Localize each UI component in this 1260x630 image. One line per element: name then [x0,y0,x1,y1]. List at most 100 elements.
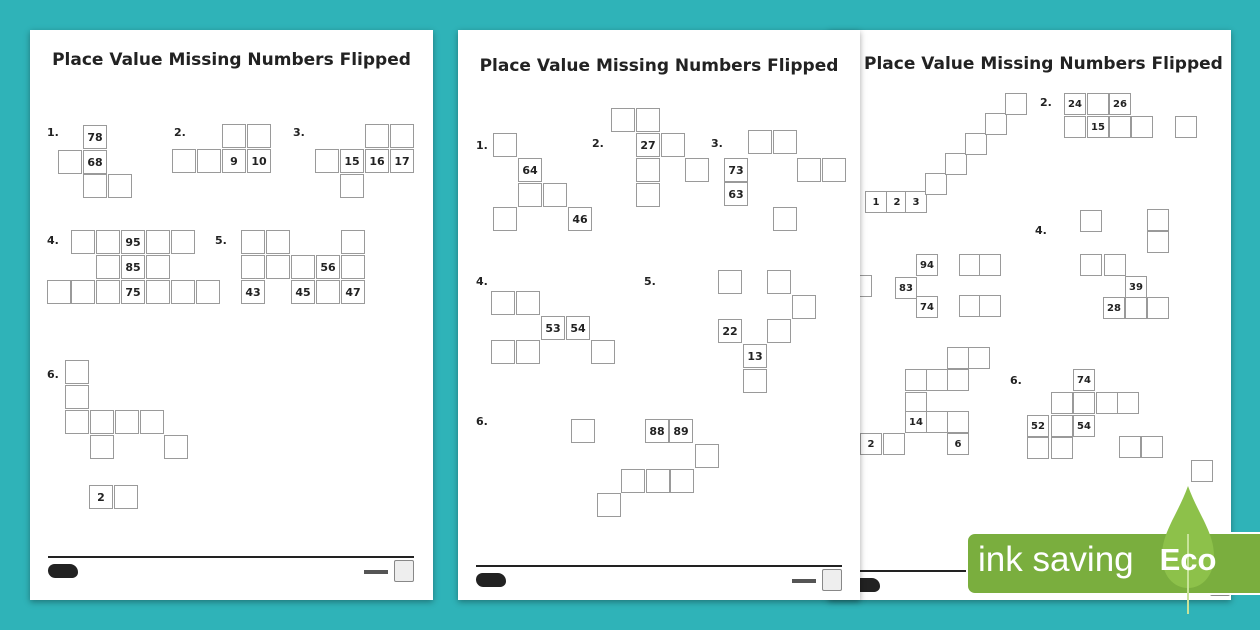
answer-cell [947,411,969,433]
answer-cell [196,280,220,304]
question-number: 6. [476,415,488,428]
question-number: 2. [1040,96,1052,109]
given-number-cell: 73 [724,158,748,182]
answer-cell [341,230,365,254]
given-number-cell: 54 [1073,415,1095,437]
answer-cell [1147,209,1169,231]
answer-cell [1073,392,1095,414]
answer-cell [1119,436,1141,458]
answer-cell [146,255,170,279]
answer-cell [1104,254,1126,276]
answer-cell [1131,116,1153,138]
worksheet-page-3: Place Value Missing Numbers Flipped 2.4.… [828,30,1231,600]
answer-cell [1147,297,1169,319]
answer-cell [985,113,1007,135]
given-number-cell: 78 [83,125,107,149]
ink-saving-text: ink saving [978,540,1134,579]
answer-cell [47,280,71,304]
answer-cell [636,183,660,207]
footer-badge-icon [394,560,414,582]
answer-cell [883,433,905,455]
question-number: 4. [476,275,488,288]
answer-cell [621,469,645,493]
publisher-logo [48,564,78,578]
answer-cell [340,174,364,198]
answer-cell [959,295,981,317]
question-number: 2. [592,137,604,150]
answer-cell [90,410,114,434]
worksheet-page-1: Place Value Missing Numbers Flipped 1.2.… [30,30,433,600]
given-number-cell: 3 [905,191,927,213]
question-number: 3. [711,137,723,150]
answer-cell [695,444,719,468]
answer-cell [571,419,595,443]
answer-cell [115,410,139,434]
given-number-cell: 63 [724,182,748,206]
given-number-cell: 10 [247,149,271,173]
answer-cell [945,153,967,175]
given-number-cell: 89 [669,419,693,443]
answer-cell [773,130,797,154]
given-number-cell: 39 [1125,276,1147,298]
answer-cell [491,291,515,315]
given-number-cell: 6 [947,433,969,455]
answer-cell [114,485,138,509]
answer-cell [947,347,969,369]
answer-cell [146,280,170,304]
answer-cell [792,295,816,319]
given-number-cell: 46 [568,207,592,231]
answer-cell [543,183,567,207]
question-number: 2. [174,126,186,139]
answer-cell [636,158,660,182]
answer-cell [197,149,221,173]
answer-cell [979,295,1001,317]
question-number: 5. [644,275,656,288]
publisher-logo [476,573,506,587]
answer-cell [247,124,271,148]
answer-cell [773,207,797,231]
question-number: 1. [47,126,59,139]
answer-cell [1087,93,1109,115]
answer-cell [670,469,694,493]
answer-cell [491,340,515,364]
answer-cell [316,280,340,304]
given-number-cell: 16 [365,149,389,173]
answer-cell [516,291,540,315]
footer-badge-icon [822,569,842,591]
answer-cell [743,369,767,393]
answer-cell [266,255,290,279]
answer-cell [493,133,517,157]
answer-cell [1051,415,1073,437]
given-number-cell: 45 [291,280,315,304]
answer-cell [241,255,265,279]
given-number-cell: 74 [1073,369,1095,391]
answer-cell [71,280,95,304]
worksheet-page-2: Place Value Missing Numbers Flipped 1. 2.… [458,30,860,600]
question-number: 4. [1035,224,1047,237]
given-number-cell: 95 [121,230,145,254]
answer-cell [1080,210,1102,232]
given-number-cell: 15 [340,149,364,173]
answer-cell [959,254,981,276]
answer-cell [591,340,615,364]
given-number-cell: 22 [718,319,742,343]
answer-cell [171,280,195,304]
answer-cell [365,124,389,148]
answer-cell [1051,437,1073,459]
answer-cell [979,254,1001,276]
question-number: 6. [47,368,59,381]
eco-label: Eco [1159,542,1217,577]
given-number-cell: 13 [743,344,767,368]
answer-cell [171,230,195,254]
given-number-cell: 1 [865,191,887,213]
footer-divider [476,565,842,567]
given-number-cell: 56 [316,255,340,279]
worksheet-title: Place Value Missing Numbers Flipped [479,56,839,76]
given-number-cell: 74 [916,296,938,318]
question-number: 1. [476,139,488,152]
answer-cell [341,255,365,279]
footer-text [792,579,816,583]
answer-cell [597,493,621,517]
answer-cell [1117,392,1139,414]
answer-cell [767,319,791,343]
